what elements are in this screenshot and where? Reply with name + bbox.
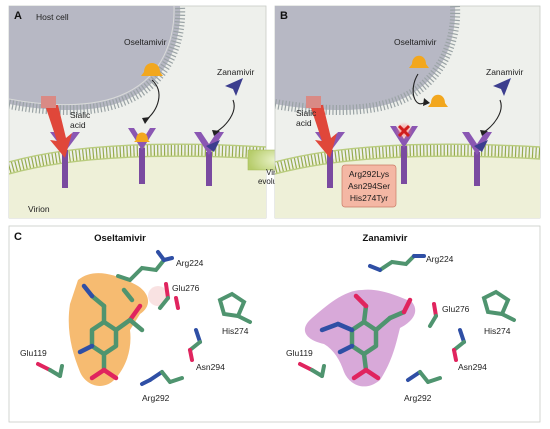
oseltamivir-free-icon [141, 63, 163, 76]
oseltamivir-label-b: Oseltamivir [394, 37, 437, 47]
glu119-residue-left [36, 362, 64, 378]
oseltamivir-deflect-arrow [412, 73, 426, 105]
zanamivir-free-icon-b [493, 78, 511, 96]
arg224-label-right: Arg224 [426, 254, 454, 264]
asn294-residue-left [188, 328, 202, 362]
glu276-label-right: Glu276 [442, 304, 470, 314]
asn294-label-left: Asn294 [196, 362, 225, 372]
panel-b: B Oseltamivir Zanamivir Sialic acid Arg2… [274, 5, 541, 219]
glu276-residue-right [428, 302, 438, 328]
host-cell [9, 6, 181, 110]
host-membrane-inner [9, 6, 175, 106]
sialic-acid-label-line1: Sialic [70, 110, 91, 120]
zanamivir-molecule [319, 293, 413, 381]
his274-residue-left [217, 291, 252, 324]
mutation-arg292lys: Arg292Lys [349, 169, 389, 179]
zanamivir-arrow-b [483, 99, 502, 133]
arg224-residue-left [116, 250, 174, 282]
oseltamivir-bound-icon [134, 132, 150, 142]
asn294-label-right: Asn294 [458, 362, 487, 372]
sialic-acid-label-b-line2: acid [296, 118, 312, 128]
his274-label-left: His274 [222, 326, 249, 336]
glu119-residue-right [298, 362, 326, 378]
mutation-asn294ser: Asn294Ser [348, 181, 390, 191]
host-cell-b [275, 6, 456, 110]
panel-c-letter: C [14, 231, 22, 243]
oseltamivir-molecule [77, 283, 145, 381]
sialic-acid-arrow-b [306, 96, 337, 158]
arg292-label-right: Arg292 [404, 393, 432, 403]
virion-label: Virion [28, 204, 50, 214]
arg224-label-left: Arg224 [176, 258, 204, 268]
zanamivir-label-a: Zanamivir [217, 67, 254, 77]
zanamivir-binding-site [298, 254, 516, 387]
oseltamivir-free-icon-b [409, 55, 429, 68]
virion-membrane-edge-top [9, 143, 266, 163]
zanamivir-bound-icon-b [474, 140, 488, 152]
virion-membrane-edge-bottom [9, 155, 266, 175]
zanamivir-bound-icon [206, 140, 220, 152]
glu119-label-left: Glu119 [20, 348, 47, 358]
host-cell-label: Host cell [36, 12, 69, 22]
panel-b-letter: B [280, 10, 288, 22]
panel-a-letter: A [14, 10, 22, 22]
zanamivir-surface [304, 289, 416, 387]
panel-c: C Oseltamivir Zanamivir [8, 225, 541, 423]
arg292-residue-left [140, 370, 184, 386]
blocked-binding-x-icon [395, 122, 413, 140]
oseltamivir-released-icon [428, 94, 448, 107]
neuraminidase-receptor-2 [128, 128, 156, 184]
arg292-residue-right [406, 370, 442, 384]
oseltamivir-structure-title: Oseltamivir [94, 233, 146, 244]
glu276-label-left: Glu276 [172, 283, 200, 293]
panel-a: A Host cell Sialic acid Oseltamivir Zana… [8, 5, 267, 219]
oseltamivir-surface [68, 273, 149, 386]
zanamivir-structure-title: Zanamivir [363, 233, 408, 244]
mutation-box [341, 164, 397, 208]
sialic-acid-arrow [41, 96, 72, 158]
sialic-acid-label-b-line1: Sialic [296, 108, 317, 118]
mutation-his274tyr: His274Tyr [350, 193, 388, 203]
oseltamivir-binding-site [36, 250, 252, 386]
asn294-residue-right [452, 328, 466, 362]
his274-label-right: His274 [484, 326, 511, 336]
zanamivir-arrow [215, 99, 235, 133]
host-membrane [9, 6, 186, 115]
zanamivir-free-icon [225, 78, 243, 96]
virion-membrane-b [275, 144, 540, 174]
viral-evolution-label-line1: Viral [266, 168, 282, 177]
glu276-residue-left [158, 282, 180, 310]
arg224-residue-right [368, 254, 426, 272]
arg292-label-left: Arg292 [142, 393, 170, 403]
neuraminidase-receptor-b3 [462, 132, 492, 186]
virion-membrane [9, 144, 266, 174]
his274-residue-right [481, 289, 516, 322]
sialic-acid-label-line2: acid [70, 120, 86, 130]
virion-body [9, 152, 266, 218]
viral-evolution-label-line2: evolution [258, 177, 290, 186]
glu119-label-right: Glu119 [286, 348, 313, 358]
neuraminidase-receptor-3 [194, 132, 224, 186]
virion-body-b [275, 152, 540, 218]
oseltamivir-label-a: Oseltamivir [124, 37, 167, 47]
zanamivir-label-b: Zanamivir [486, 67, 523, 77]
glu276-contact-glow [148, 286, 168, 306]
